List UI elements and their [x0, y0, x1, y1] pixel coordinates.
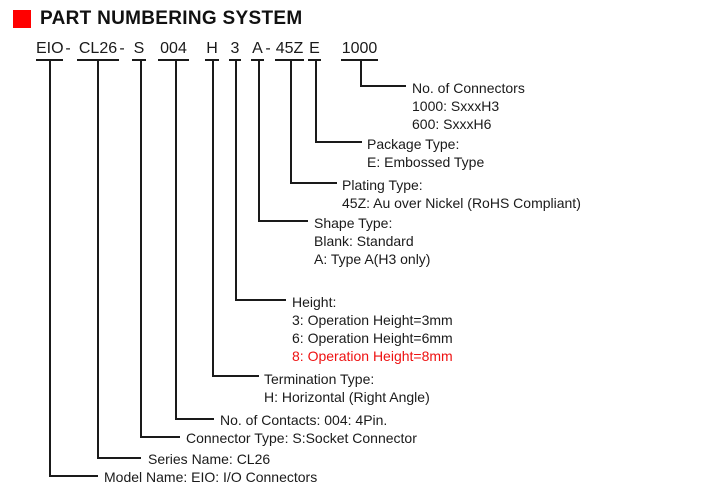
callout-line: Blank: Standard: [314, 233, 414, 249]
callout-package-type: Package Type: E: Embossed Type: [367, 135, 484, 171]
section-bullet-icon: [13, 10, 31, 28]
callout-line: Height:: [292, 294, 337, 310]
callout-line: 3: Operation Height=3mm: [292, 312, 453, 328]
callout-line: Plating Type:: [342, 177, 423, 193]
callout-line: H: Horizontal (Right Angle): [264, 389, 430, 405]
pn-separator: -: [119, 40, 125, 57]
callout-line: Shape Type:: [314, 215, 393, 231]
callout-model-name: Model Name: EIO: I/O Connectors: [104, 468, 317, 486]
pn-separator: -: [65, 40, 71, 57]
callout-plating-type: Plating Type: 45Z: Au over Nickel (RoHS …: [342, 176, 581, 212]
pn-segment-eio: EIO: [36, 40, 64, 61]
callout-termination-type: Termination Type: H: Horizontal (Right A…: [264, 370, 430, 406]
connector-line-a: [258, 60, 308, 222]
callout-line: 45Z: Au over Nickel (RoHS Compliant): [342, 195, 581, 211]
pn-separator: -: [265, 40, 271, 57]
pn-segment-s: S: [132, 40, 146, 61]
connector-line-004: [175, 60, 214, 420]
callout-shape-type: Shape Type: Blank: Standard A: Type A(H3…: [314, 214, 430, 268]
connector-line-s: [140, 60, 180, 438]
pn-segment-a: A: [251, 40, 264, 61]
callout-line: No. of Connectors: [412, 80, 525, 96]
callout-no-of-contacts: No. of Contacts: 004: 4Pin.: [220, 411, 387, 429]
callout-line: E: Embossed Type: [367, 154, 485, 170]
callout-series-name: Series Name: CL26: [148, 450, 270, 468]
callout-height: Height: 3: Operation Height=3mm 6: Opera…: [292, 293, 453, 365]
pn-segment-e: E: [308, 40, 321, 61]
callout-line: 1000: SxxxH3: [412, 98, 500, 114]
connector-line-cl26: [97, 60, 141, 459]
pn-segment-1000: 1000: [341, 40, 378, 61]
callout-line: Termination Type:: [264, 371, 375, 387]
connector-line-3: [235, 60, 286, 301]
connector-line-eio: [49, 60, 98, 477]
callout-line: A: Type A(H3 only): [314, 251, 431, 267]
connector-line-45z: [290, 60, 337, 184]
callout-connector-type: Connector Type: S:Socket Connector: [186, 429, 417, 447]
callout-line: Model Name: EIO: I/O Connectors: [104, 469, 318, 485]
pn-segment-004: 004: [158, 40, 189, 61]
callout-line: 6: Operation Height=6mm: [292, 330, 453, 346]
section-header: PART NUMBERING SYSTEM: [13, 8, 302, 30]
callout-line: Package Type:: [367, 136, 460, 152]
callout-line-highlighted: 8: Operation Height=8mm: [292, 348, 453, 364]
pn-segment-3: 3: [229, 40, 241, 61]
connector-line-1000: [360, 60, 406, 87]
callout-no-of-connectors: No. of Connectors 1000: SxxxH3 600: Sxxx…: [412, 79, 525, 133]
callout-line: Series Name: CL26: [148, 451, 271, 467]
callout-line: No. of Contacts: 004: 4Pin.: [220, 412, 388, 428]
pn-segment-45z: 45Z: [275, 40, 304, 61]
callout-line: 600: SxxxH6: [412, 116, 492, 132]
pn-segment-h: H: [205, 40, 219, 61]
pn-segment-cl26: CL26: [77, 40, 119, 61]
connector-line-e: [315, 60, 362, 143]
page-title: PART NUMBERING SYSTEM: [40, 8, 303, 29]
callout-line: Connector Type: S:Socket Connector: [186, 430, 417, 446]
connector-line-h: [212, 60, 259, 377]
